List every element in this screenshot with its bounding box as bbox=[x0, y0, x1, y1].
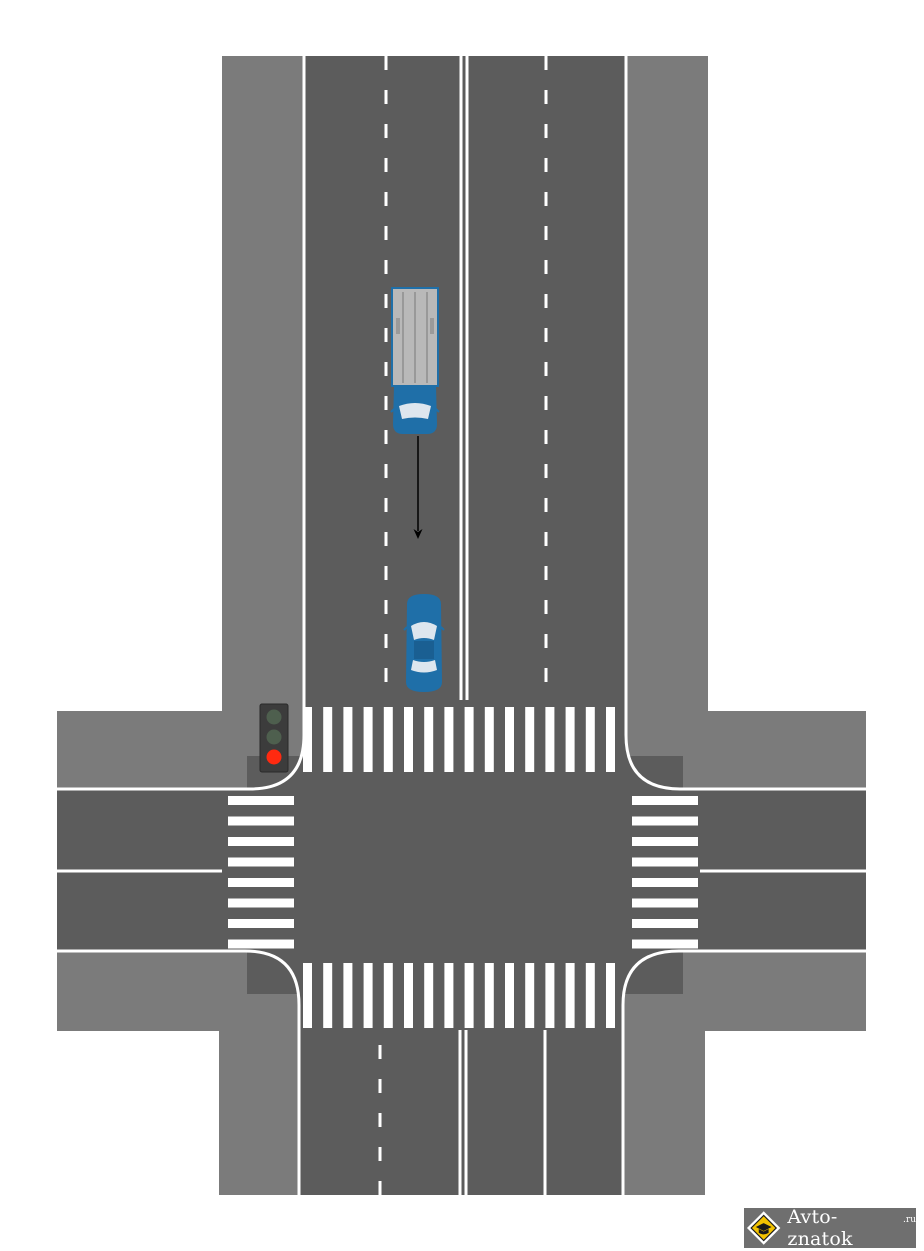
crossing-east-stripe bbox=[632, 939, 698, 949]
crossing-north-stripe bbox=[383, 707, 393, 772]
movement-arrow bbox=[413, 436, 423, 539]
watermark-brand: Avto-znatok bbox=[787, 1206, 853, 1250]
crossing-south-stripe bbox=[484, 963, 494, 1028]
central-roadway bbox=[247, 756, 683, 994]
car bbox=[403, 594, 445, 692]
crossing-west-stripe bbox=[228, 857, 294, 867]
crossing-east-stripe bbox=[632, 898, 698, 908]
signal-red-on bbox=[266, 749, 282, 765]
crossing-north-stripe bbox=[505, 707, 514, 772]
crossing-south-stripe bbox=[303, 963, 312, 1028]
watermark-tld: .ru bbox=[903, 1215, 916, 1225]
crossing-north-stripe bbox=[363, 707, 373, 772]
crossing-south-stripe bbox=[565, 963, 575, 1028]
truck bbox=[390, 287, 440, 434]
arrow-head bbox=[413, 529, 423, 539]
crossing-south-stripe bbox=[343, 963, 353, 1028]
crossing-north-stripe bbox=[444, 707, 454, 772]
crossing-south-stripe bbox=[606, 963, 615, 1028]
crossing-east-stripe bbox=[632, 837, 698, 846]
crossing-west-stripe bbox=[228, 919, 294, 928]
north-roadway bbox=[303, 56, 627, 756]
crossing-south-stripe bbox=[404, 963, 413, 1028]
crossing-east-stripe bbox=[632, 878, 698, 887]
crossing-east-stripe bbox=[632, 919, 698, 928]
crossing-west-stripe bbox=[228, 939, 294, 949]
truck-windshield bbox=[399, 403, 431, 419]
crossing-south-stripe bbox=[424, 963, 434, 1028]
crossing-west-stripe bbox=[228, 837, 294, 846]
signal-middle-off bbox=[266, 729, 282, 745]
crossing-east-stripe bbox=[632, 816, 698, 826]
crossing-east-stripe bbox=[632, 857, 698, 867]
crossing-north-stripe bbox=[565, 707, 575, 772]
crossing-north-stripe bbox=[343, 707, 353, 772]
crossing-north-stripe bbox=[606, 707, 615, 772]
crossing-north-stripe bbox=[484, 707, 494, 772]
crossing-south-stripe bbox=[545, 963, 555, 1028]
car-rear-window bbox=[411, 660, 437, 673]
crossing-north-stripe bbox=[525, 707, 535, 772]
crossing-south-stripe bbox=[525, 963, 535, 1028]
diamond-graduation-cap-icon bbox=[746, 1211, 781, 1245]
crossing-north-stripe bbox=[424, 707, 434, 772]
car-roof bbox=[414, 641, 434, 659]
roadways bbox=[57, 56, 866, 1195]
crossing-south-stripe bbox=[383, 963, 393, 1028]
crossing-south-stripe bbox=[323, 963, 333, 1028]
car-front-windshield bbox=[411, 622, 437, 640]
crossing-south-stripe bbox=[464, 963, 474, 1028]
crossing-north-stripe bbox=[303, 707, 312, 772]
pedestrian-crossings bbox=[228, 707, 698, 1028]
crossing-north-stripe bbox=[585, 707, 595, 772]
crossing-east-stripe bbox=[632, 796, 698, 805]
crossing-north-stripe bbox=[404, 707, 413, 772]
crossing-west-stripe bbox=[228, 878, 294, 887]
crossing-south-stripe bbox=[363, 963, 373, 1028]
traffic-light bbox=[259, 703, 289, 773]
crossing-north-stripe bbox=[323, 707, 333, 772]
crossing-south-stripe bbox=[505, 963, 514, 1028]
lane-markings bbox=[57, 56, 866, 1195]
crossing-south-stripe bbox=[585, 963, 595, 1028]
watermark: Avto-znatok .ru bbox=[744, 1206, 916, 1250]
crossing-west-stripe bbox=[228, 816, 294, 826]
crossing-north-stripe bbox=[545, 707, 555, 772]
crossing-west-stripe bbox=[228, 796, 294, 805]
crossing-west-stripe bbox=[228, 898, 294, 908]
crossing-south-stripe bbox=[444, 963, 454, 1028]
crossing-north-stripe bbox=[464, 707, 474, 772]
signal-top-off bbox=[266, 709, 282, 725]
